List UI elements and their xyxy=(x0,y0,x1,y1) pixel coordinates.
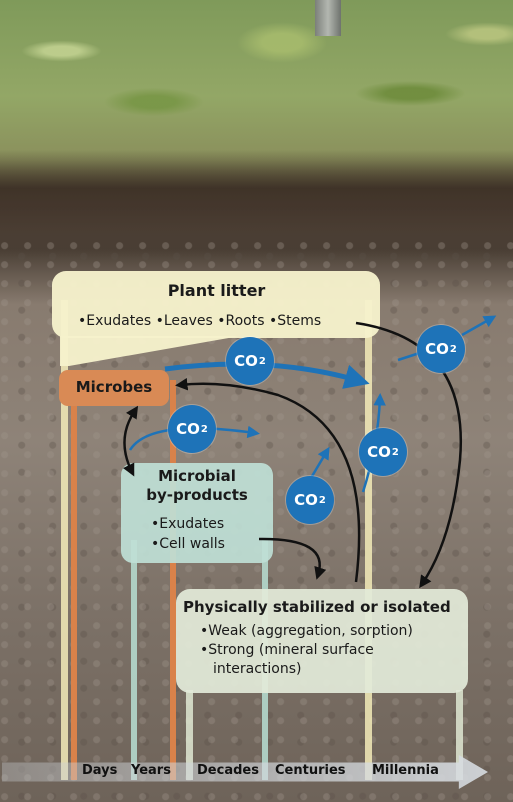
timescale-label-years: Years xyxy=(131,763,171,778)
timescale-label-decades: Decades xyxy=(197,763,259,778)
co2-bubble-microbes: CO2 xyxy=(168,405,216,453)
co2-bubble-stabilized: CO2 xyxy=(359,428,407,476)
transfer-arrow-microbes-byproducts xyxy=(124,412,134,472)
timescale-label-days: Days xyxy=(82,763,117,778)
timescale-label-centuries: Centuries xyxy=(275,763,346,778)
timescale-label-millennia: Millennia xyxy=(372,763,439,778)
co2-bubble-litter: CO2 xyxy=(226,337,274,385)
transfer-arrow-byproducts-stabilized xyxy=(259,539,320,575)
co2-bubble-stems: CO2 xyxy=(417,325,465,373)
co2-bubble-byproducts: CO2 xyxy=(286,476,334,524)
